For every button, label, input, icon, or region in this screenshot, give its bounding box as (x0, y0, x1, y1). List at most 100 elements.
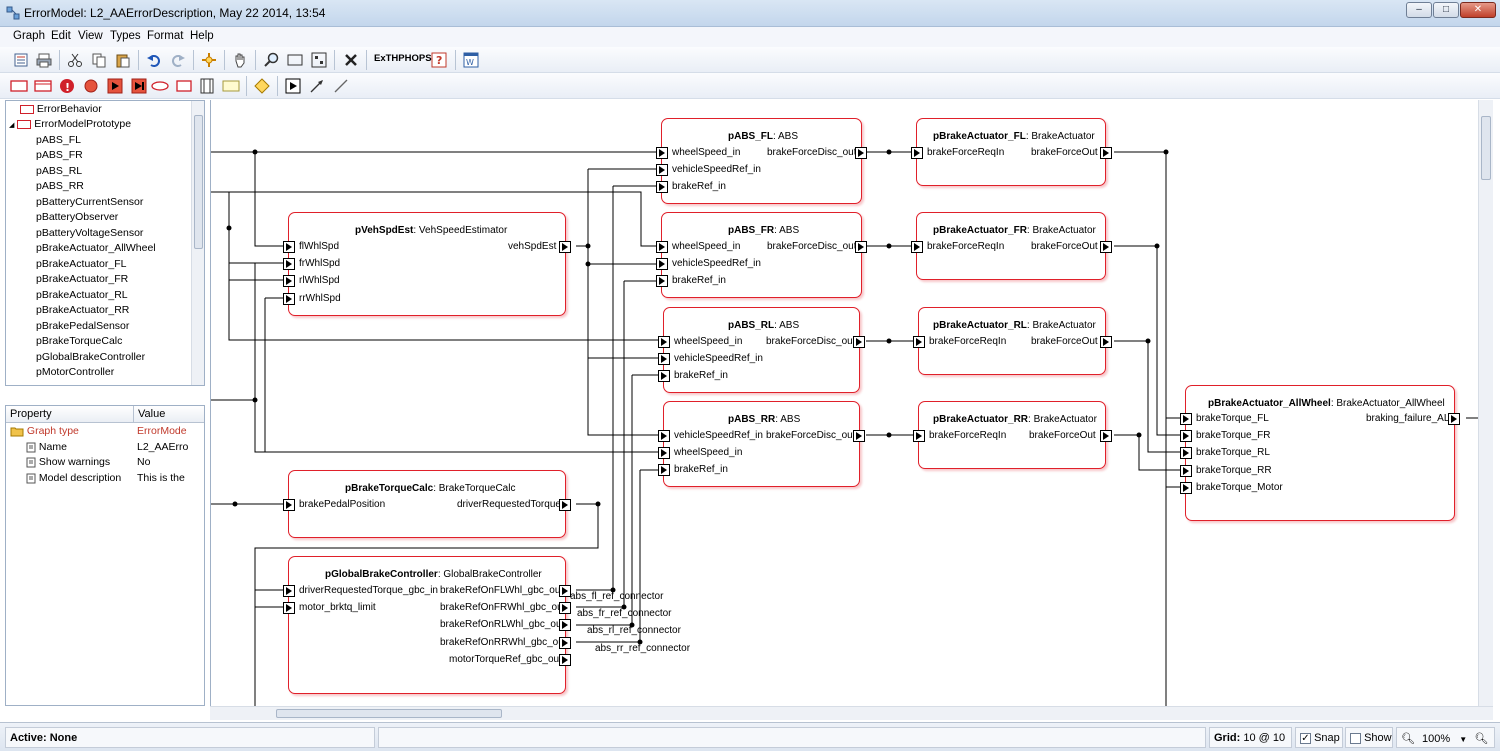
out-port[interactable] (559, 619, 571, 631)
diagram-canvas[interactable]: pABS_FL: ABS wheelSpeed_in vehicleSpeedR… (210, 100, 1478, 706)
in-port[interactable] (656, 164, 668, 176)
exthphops-button[interactable]: ExTHPHOPS (374, 53, 432, 64)
tree-item[interactable]: pGlobalBrakeController (36, 351, 146, 363)
prop-value[interactable]: L2_AAErro (137, 441, 189, 453)
in-port-icon[interactable] (106, 77, 124, 95)
in-port[interactable] (1180, 482, 1192, 494)
menu-help[interactable]: Help (190, 30, 214, 42)
tree-item[interactable]: pABS_FR (36, 149, 83, 161)
menu-edit[interactable]: Edit (51, 30, 71, 42)
tree-item[interactable]: pABS_FL (36, 134, 81, 146)
tree-item[interactable]: pABS_RL (36, 165, 83, 177)
cut-icon[interactable] (66, 51, 84, 69)
out-port[interactable] (559, 499, 571, 511)
in-port[interactable] (658, 336, 670, 348)
prop-value[interactable]: No (137, 456, 151, 468)
window-icon[interactable]: W (462, 51, 480, 69)
tree-scrollbar[interactable] (191, 101, 204, 385)
block-brake-torque-calc[interactable]: pBrakeTorqueCalc: BrakeTorqueCalc brakeP… (283, 470, 571, 538)
out-port[interactable] (855, 147, 867, 159)
tree-item[interactable]: pBrakeTorqueCalc (36, 335, 123, 347)
out-port-icon[interactable] (130, 77, 148, 95)
ellipse-shape-icon[interactable] (151, 77, 169, 95)
out-port[interactable] (853, 336, 865, 348)
zoom-select[interactable]: 100% (1422, 733, 1451, 745)
paste-icon[interactable] (114, 51, 132, 69)
block-brake-actuator-rr[interactable]: pBrakeActuator_RR: BrakeActuator brakeFo… (913, 401, 1112, 469)
out-port[interactable] (1100, 430, 1112, 442)
out-port[interactable] (1100, 336, 1112, 348)
tree-item[interactable]: pBrakeActuator_FR (36, 273, 129, 285)
arrow-connector-icon[interactable] (308, 77, 326, 95)
in-port[interactable] (656, 258, 668, 270)
in-port[interactable] (658, 447, 670, 459)
tree-item[interactable]: pMotorController (36, 366, 115, 378)
tree-item[interactable]: pBatteryCurrentSensor (36, 196, 144, 208)
port-tool-icon[interactable] (284, 77, 302, 95)
tree-item[interactable]: pABS_RR (36, 180, 84, 192)
minimize-button[interactable]: – (1406, 2, 1432, 18)
chevron-down-icon[interactable]: ▼ (1459, 735, 1468, 744)
in-port[interactable] (283, 293, 295, 305)
tree-item-errormodelprototype[interactable]: ◢ ErrorModelPrototype (9, 118, 132, 130)
zoom-icon[interactable] (262, 51, 280, 69)
menu-types[interactable]: Types (110, 30, 141, 42)
expand-icon[interactable]: ◢ (9, 122, 15, 129)
fit-view-icon[interactable] (310, 51, 328, 69)
in-port[interactable] (656, 241, 668, 253)
pan-hand-icon[interactable] (231, 51, 249, 69)
zoom-rect-icon[interactable] (286, 51, 304, 69)
property-column-header[interactable]: Property (6, 406, 133, 423)
block-abs-rr[interactable]: pABS_RR: ABS vehicleSpeedRef_in wheelSpe… (658, 401, 865, 487)
tree-item-errorbehavior[interactable]: ErrorBehavior (20, 103, 102, 118)
out-port[interactable] (559, 637, 571, 649)
snap-toggle[interactable]: ✓ Snap (1295, 727, 1343, 748)
tree-item[interactable]: pBrakeActuator_RR (36, 304, 130, 316)
in-port[interactable] (1180, 413, 1192, 425)
component-shape-icon[interactable] (10, 77, 28, 95)
prop-graph-type[interactable]: Graph type (10, 425, 132, 440)
value-column-header[interactable]: Value (133, 406, 204, 423)
in-port[interactable] (658, 430, 670, 442)
in-port[interactable] (658, 353, 670, 365)
in-port[interactable] (283, 258, 295, 270)
tree-item[interactable]: pBrakeActuator_FL (36, 258, 127, 270)
in-port[interactable] (283, 602, 295, 614)
in-port[interactable] (1180, 430, 1192, 442)
prop-name[interactable]: Name (26, 441, 132, 456)
menu-graph[interactable]: Graph (13, 30, 45, 42)
print-icon[interactable] (35, 51, 53, 69)
in-port[interactable] (1180, 447, 1192, 459)
show-checkbox[interactable] (1350, 732, 1361, 744)
block-brake-actuator-fr[interactable]: pBrakeActuator_FR: BrakeActuator brakeFo… (911, 212, 1112, 280)
junction-icon[interactable] (253, 77, 271, 95)
canvas-horizontal-scrollbar[interactable] (210, 706, 1493, 720)
out-port[interactable] (1100, 241, 1112, 253)
undo-icon[interactable] (145, 51, 163, 69)
redo-icon[interactable] (169, 51, 187, 69)
out-port[interactable] (1100, 147, 1112, 159)
note-shape-icon[interactable] (222, 77, 240, 95)
out-port[interactable] (559, 585, 571, 597)
in-port[interactable] (911, 241, 923, 253)
block-global-brake-controller[interactable]: pGlobalBrakeController: GlobalBrakeContr… (283, 556, 571, 694)
out-port[interactable] (855, 241, 867, 253)
prop-value[interactable]: This is the (137, 472, 185, 484)
show-toggle[interactable]: Show (1345, 727, 1393, 748)
menu-format[interactable]: Format (147, 30, 184, 42)
in-port[interactable] (658, 370, 670, 382)
close-button[interactable]: ✕ (1460, 2, 1496, 18)
out-port[interactable] (559, 602, 571, 614)
in-port[interactable] (656, 147, 668, 159)
help-icon[interactable]: ? (430, 51, 448, 69)
prop-model-description[interactable]: Model description (26, 472, 132, 487)
block-abs-rl[interactable]: pABS_RL: ABS wheelSpeed_in vehicleSpeedR… (658, 307, 865, 393)
out-port[interactable] (1448, 413, 1460, 425)
delete-icon[interactable] (342, 51, 360, 69)
block-veh-spd-est[interactable]: pVehSpdEst: VehSpeedEstimator flWhlSpd f… (283, 212, 571, 316)
in-port[interactable] (913, 336, 925, 348)
block-abs-fr[interactable]: pABS_FR: ABS wheelSpeed_in vehicleSpeedR… (656, 212, 867, 298)
zoom-control[interactable]: 🔍︎ 100% ▼ 🔍︎ (1396, 727, 1495, 748)
in-port[interactable] (911, 147, 923, 159)
tree-item[interactable]: pBrakeActuator_AllWheel (36, 242, 156, 254)
